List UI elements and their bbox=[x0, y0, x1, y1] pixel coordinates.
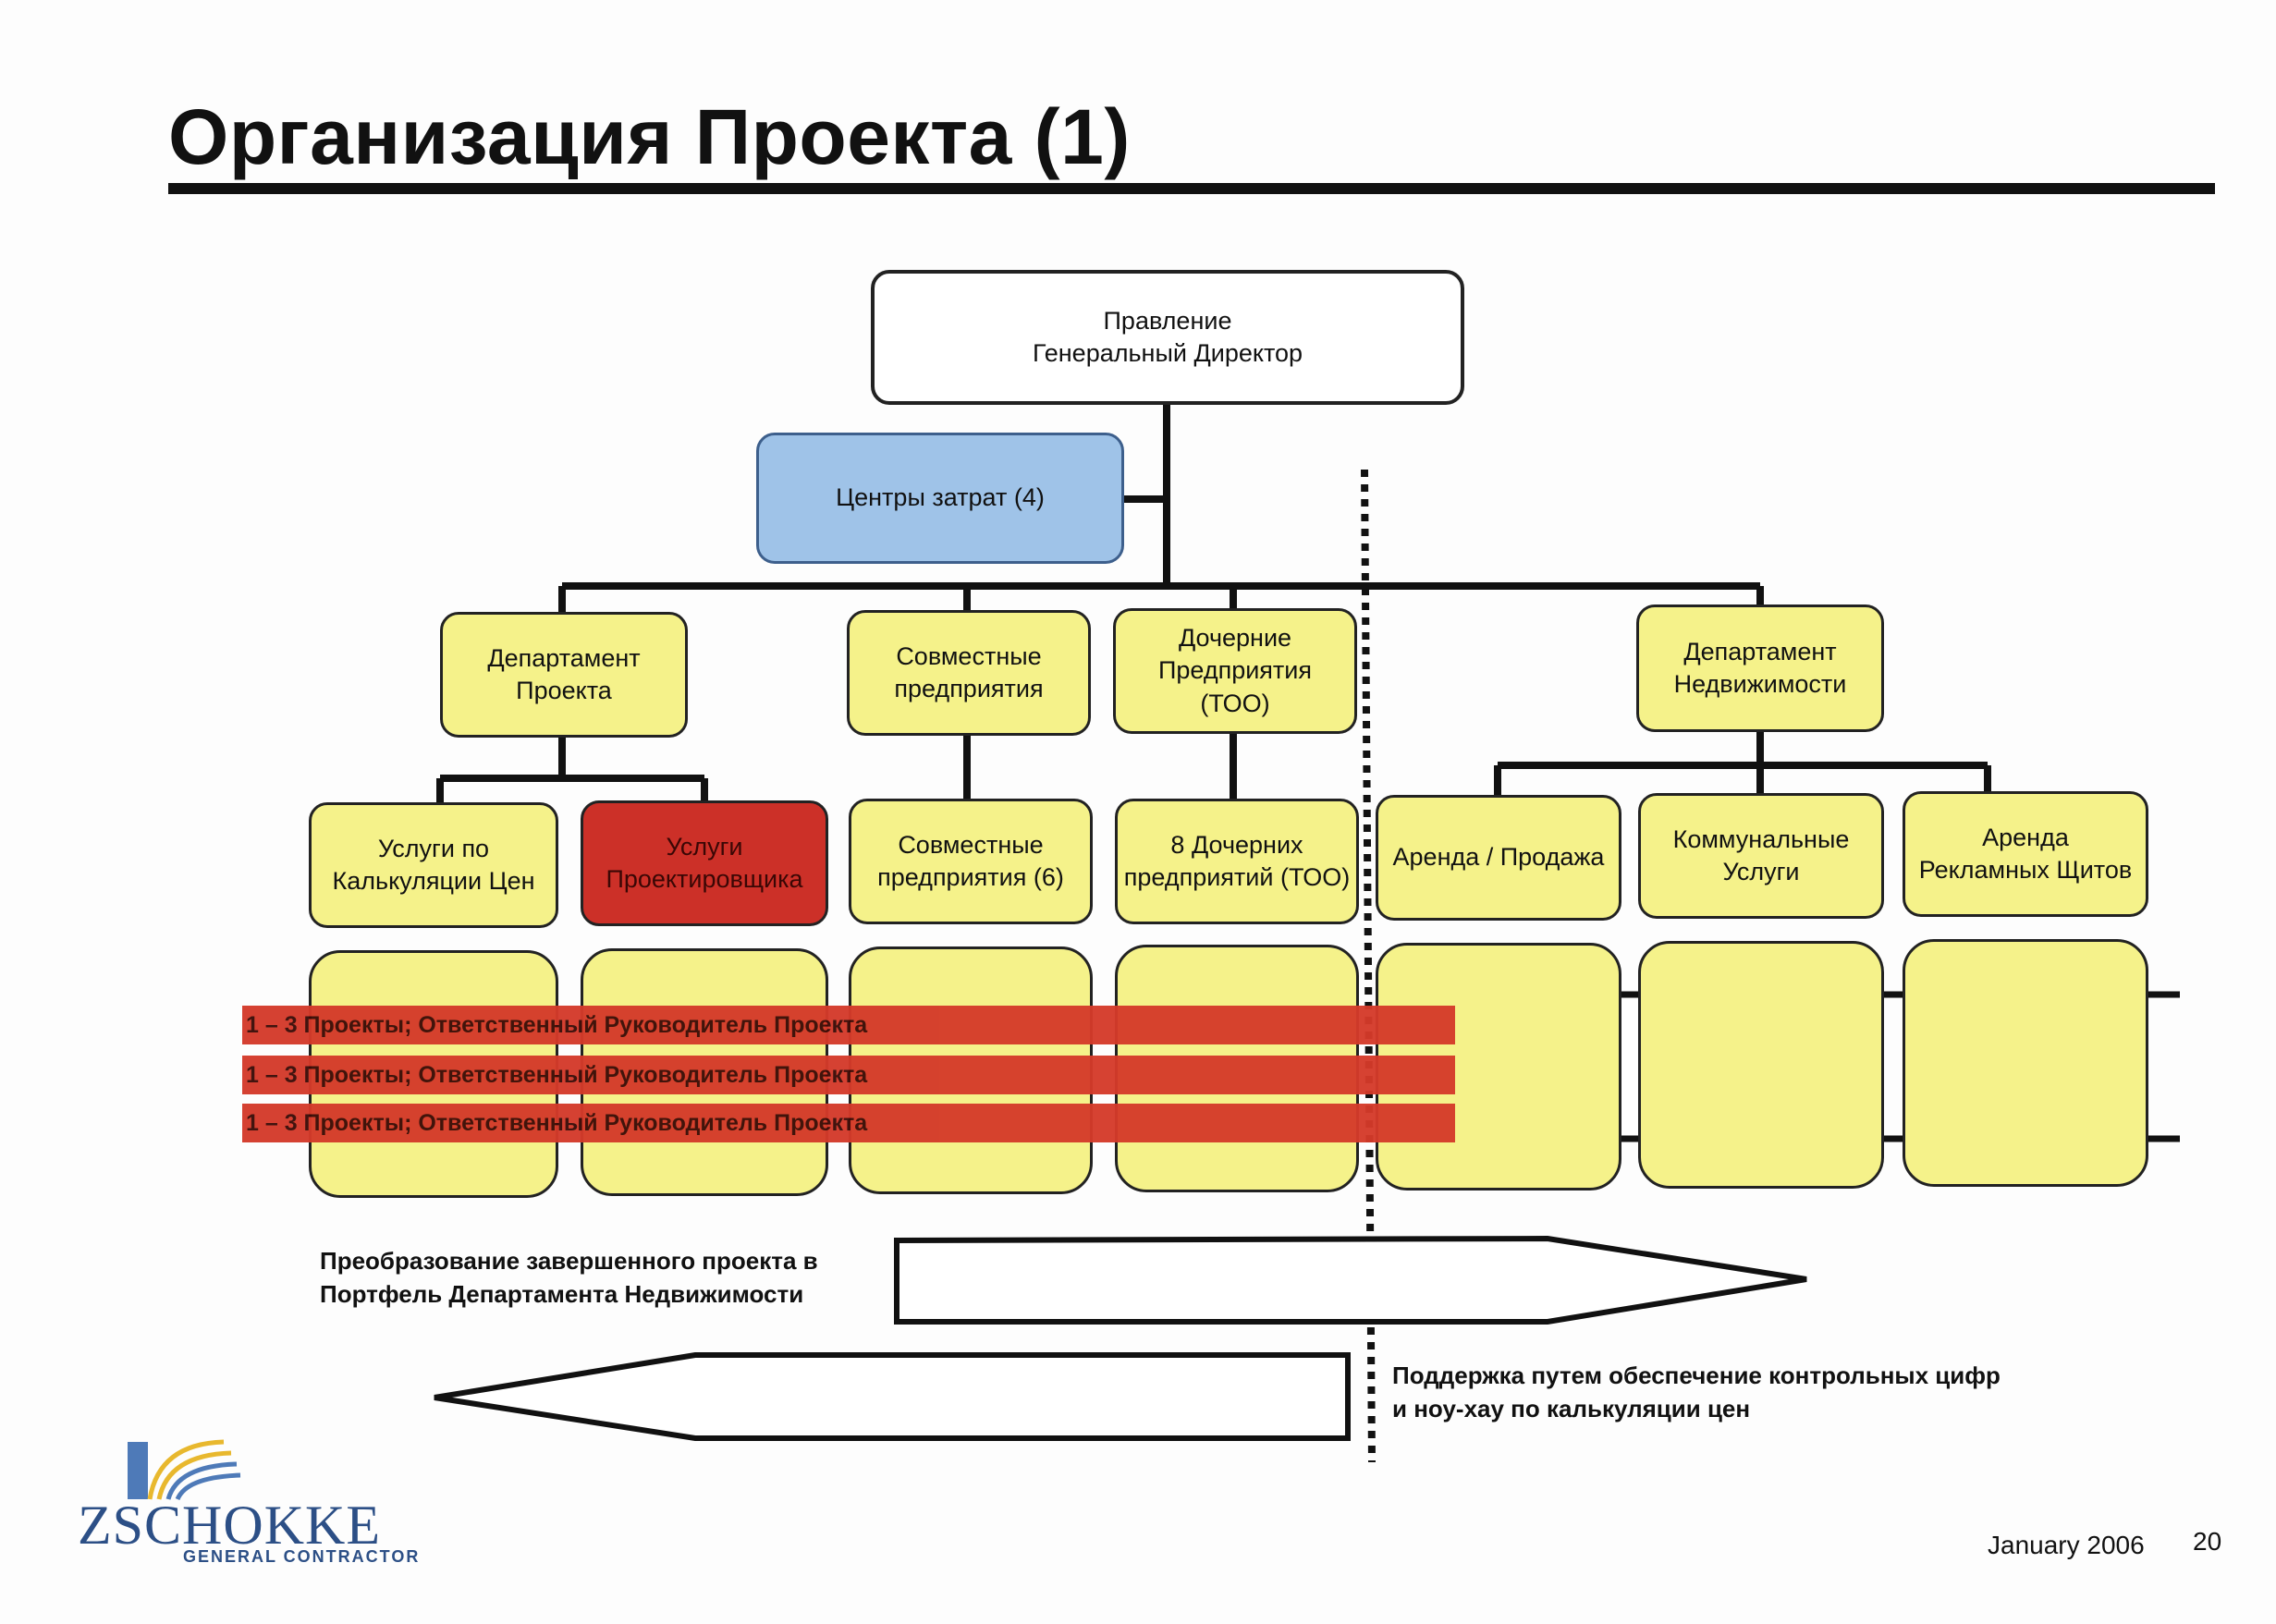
dept-realestate-line1: Департамент bbox=[1683, 637, 1837, 665]
billboards-line1: Аренда bbox=[1982, 823, 2069, 851]
project-bar-3: 1 – 3 Проекты; Ответственный Руководител… bbox=[242, 1104, 1455, 1142]
project-bar-1: 1 – 3 Проекты; Ответственный Руководител… bbox=[242, 1006, 1455, 1044]
zschokke-logo-mark-icon bbox=[128, 1439, 241, 1501]
cost-centers-box: Центры затрат (4) bbox=[756, 433, 1124, 564]
jv-6-line1: Совместные bbox=[898, 830, 1044, 859]
utilities-line2: Услуги bbox=[1722, 858, 1800, 885]
support-note-line1: Поддержка путем обеспечение контрольных … bbox=[1392, 1361, 2001, 1389]
subsidiaries-line2: Предприятия (ТОО) bbox=[1157, 656, 1312, 717]
logo-wordmark: ZSCHOKKE bbox=[78, 1495, 382, 1556]
subsidiaries-8-line1: 8 Дочерних bbox=[1170, 830, 1303, 859]
project-column-7 bbox=[1903, 939, 2148, 1187]
billboards-line2: Рекламных Щитов bbox=[1918, 856, 2133, 884]
utilities-line1: Коммунальные bbox=[1672, 824, 1850, 853]
board-line1: Правление bbox=[1103, 306, 1232, 335]
page-number: 20 bbox=[2193, 1527, 2222, 1556]
support-note: Поддержка путем обеспечение контрольных … bbox=[1392, 1359, 2001, 1426]
page-title: Организация Проекта (1) bbox=[168, 93, 1131, 180]
designer-services-line1: Услуги bbox=[666, 832, 743, 861]
jv-6-box: Совместные предприятия (6) bbox=[849, 799, 1093, 924]
joint-ventures-line2: предприятия bbox=[894, 675, 1044, 702]
board-line2: Генеральный Директор bbox=[1032, 339, 1303, 367]
support-note-line2: и ноу-хау по калькуляции цен bbox=[1392, 1395, 1751, 1423]
dept-project-line2: Проекта bbox=[516, 677, 612, 704]
pricing-services-line2: Калькуляции Цен bbox=[332, 867, 535, 895]
joint-ventures-line1: Совместные bbox=[896, 641, 1042, 670]
cost-centers-label: Центры затрат (4) bbox=[836, 483, 1045, 512]
subsidiaries-line1: Дочерние bbox=[1178, 624, 1292, 653]
divider-dotted-line bbox=[1361, 469, 1376, 1463]
rent-sale-line1: Аренда / Продажа bbox=[1392, 843, 1605, 872]
subsidiaries-8-line2: предприятий (ТОО) bbox=[1123, 863, 1351, 891]
support-arrow bbox=[434, 1352, 1351, 1441]
subsidiaries-8-box: 8 Дочерних предприятий (ТОО) bbox=[1115, 799, 1359, 924]
footer-date: January 2006 bbox=[1988, 1531, 2145, 1559]
transform-arrow bbox=[894, 1235, 1807, 1325]
pricing-services-box: Услуги по Калькуляции Цен bbox=[309, 802, 558, 928]
transform-note-line1: Преобразование завершенного проекта в bbox=[320, 1247, 818, 1275]
rent-sale-box: Аренда / Продажа bbox=[1376, 795, 1621, 921]
joint-ventures-box: Совместные предприятия bbox=[847, 610, 1091, 736]
project-bar-2: 1 – 3 Проекты; Ответственный Руководител… bbox=[242, 1056, 1455, 1094]
pricing-services-line1: Услуги по bbox=[377, 834, 490, 862]
transform-note: Преобразование завершенного проекта в По… bbox=[320, 1244, 818, 1312]
jv-6-line2: предприятия (6) bbox=[877, 863, 1064, 891]
title-underline bbox=[168, 183, 2215, 194]
transform-note-line2: Портфель Департамента Недвижимости bbox=[320, 1280, 804, 1309]
designer-services-line2: Проектировщика bbox=[606, 865, 803, 893]
project-column-6 bbox=[1638, 941, 1884, 1189]
logo-subtitle: GENERAL CONTRACTOR bbox=[183, 1547, 421, 1566]
dept-realestate-line2: Недвижимости bbox=[1673, 670, 1847, 698]
dept-project-line1: Департамент bbox=[487, 643, 641, 672]
